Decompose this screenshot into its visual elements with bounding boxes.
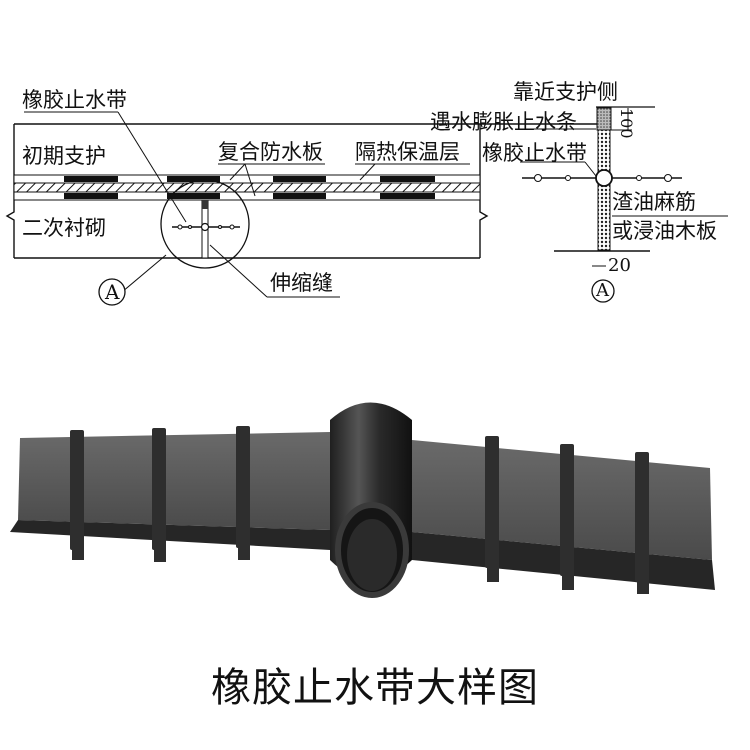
detail-a-view (520, 106, 728, 303)
label-composite-waterproof-board: 复合防水板 (218, 140, 323, 164)
label-water-swelling-strip: 遇水膨胀止水条 (430, 110, 577, 134)
figure-caption: 橡胶止水带大样图 (211, 665, 539, 711)
label-secondary-lining: 二次衬砌 (22, 216, 106, 240)
detail-a-marker: A (596, 280, 609, 301)
label-rubber-waterstop: 橡胶止水带 (22, 88, 127, 112)
label-near-support-side: 靠近支护侧 (513, 80, 618, 104)
label-filler-line1: 渣油麻筋 (612, 190, 696, 214)
detail-marker-a: A (105, 280, 120, 304)
label-expansion-joint: 伸缩缝 (270, 271, 333, 295)
dimension-20: 20 (608, 255, 631, 276)
waterstop-photo (10, 402, 715, 598)
dimension-100: 100 (617, 108, 636, 139)
label-detail-rubber-waterstop: 橡胶止水带 (482, 141, 587, 165)
label-initial-support: 初期支护 (22, 144, 106, 168)
label-filler-line2: 或浸油木板 (612, 219, 717, 243)
label-insulation-layer: 隔热保温层 (355, 140, 460, 164)
section-view (5, 111, 608, 306)
